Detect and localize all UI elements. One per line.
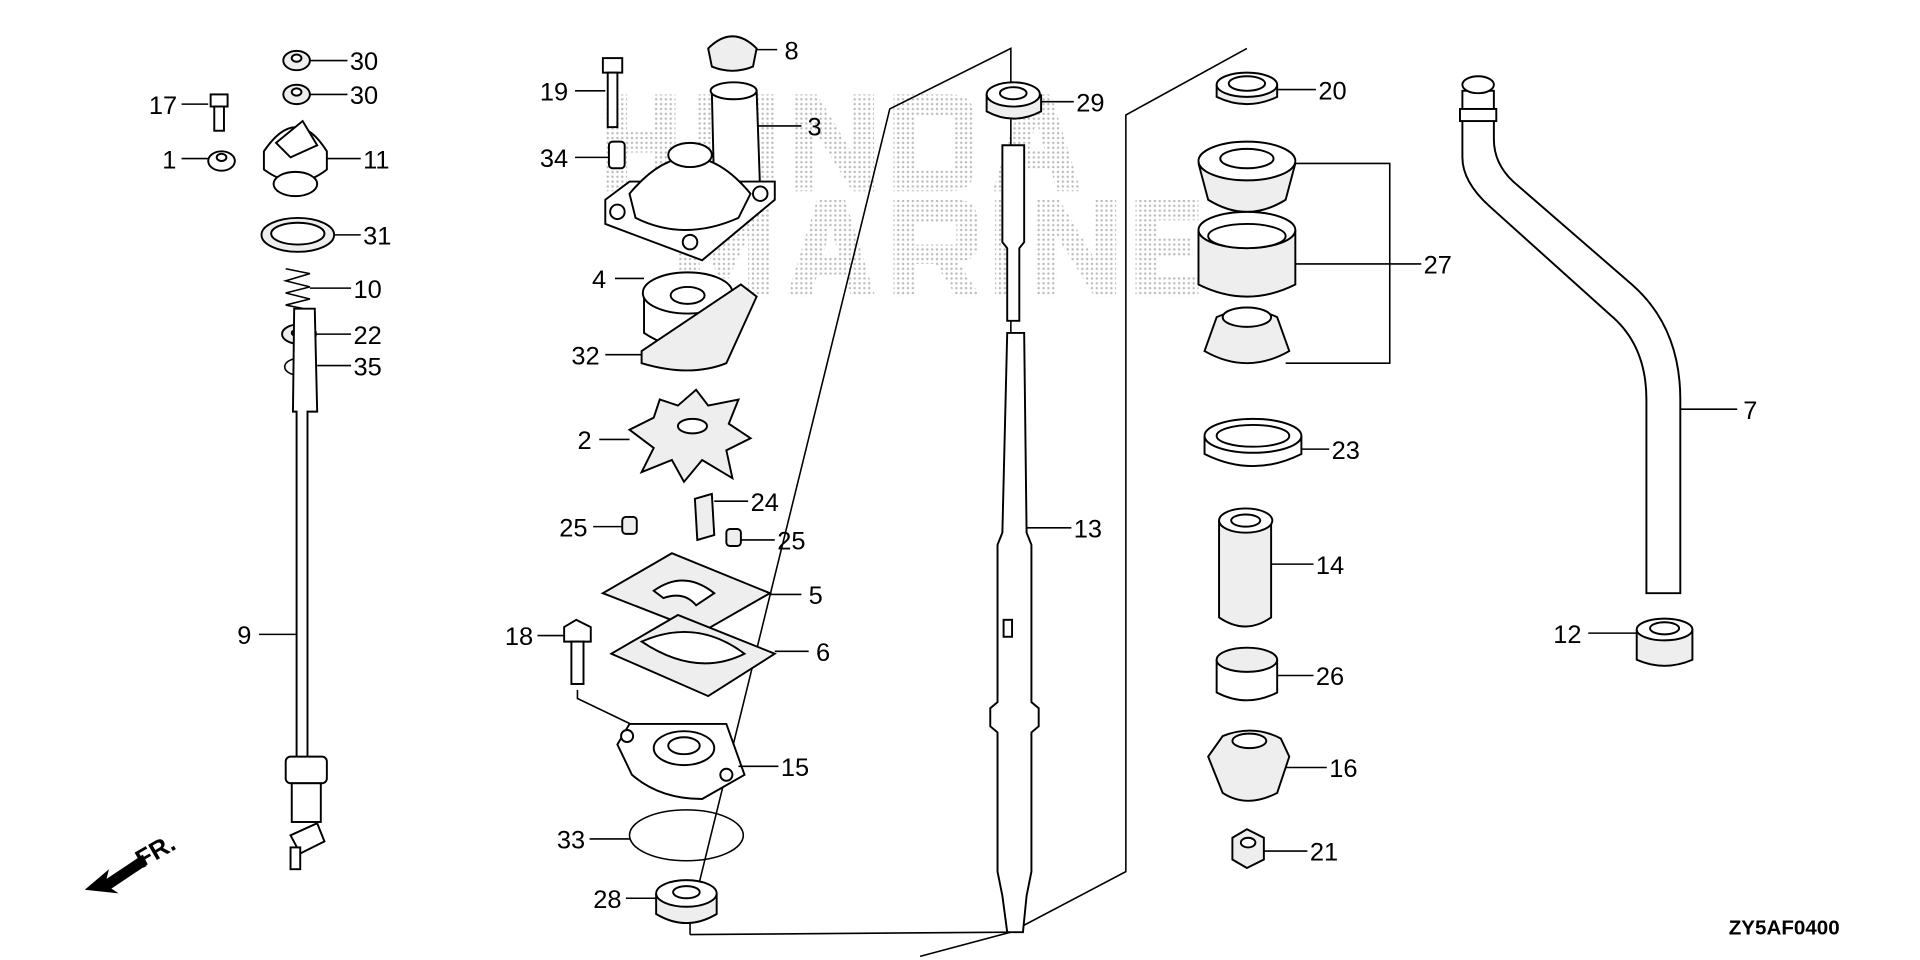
callout-31: 31: [363, 223, 391, 251]
callout-12: 12: [1553, 621, 1581, 649]
part-5-wear-plate: [600, 552, 773, 633]
callout-16: 16: [1329, 755, 1357, 783]
leader-lines: [181, 48, 1738, 900]
callout-34: 34: [540, 145, 568, 173]
callout-25: 25: [777, 528, 805, 556]
part-2-impeller: [627, 388, 753, 484]
part-6-gasket: [609, 613, 777, 698]
part-21-nut: [1231, 828, 1265, 870]
part-19-bolt: [601, 57, 624, 129]
part-10-spring: [282, 267, 311, 311]
callout-10: 10: [353, 276, 381, 304]
callout-32: 32: [571, 342, 599, 370]
part-33-o-ring: [628, 809, 745, 862]
part-8-grommet: [707, 35, 758, 72]
part-18-bolt: [563, 618, 636, 728]
part-29-oil-seal: [985, 81, 1043, 120]
part-25-dowel-left: [621, 515, 638, 535]
part-16-pinion-gear: [1207, 729, 1291, 802]
callout-33: 33: [557, 827, 585, 855]
callout-18: 18: [505, 623, 533, 651]
callout-35: 35: [353, 353, 381, 381]
part-11-shift-cam: [262, 119, 328, 198]
part-28-oil-seal: [655, 879, 718, 924]
callout-7: 7: [1743, 397, 1757, 425]
callout-3: 3: [807, 114, 821, 142]
callout-20: 20: [1318, 77, 1346, 105]
part-26-needle-bearing: [1215, 646, 1279, 702]
callout-labels: 30 30 17 1 11 31 10 22 35 9 19 8 3 34 29…: [149, 37, 1757, 914]
part-7-water-tube: [1459, 75, 1682, 595]
part-13-drive-shaft: [989, 144, 1040, 934]
callout-14: 14: [1316, 552, 1344, 580]
callout-25: 25: [559, 514, 587, 542]
callout-28: 28: [593, 886, 621, 914]
callout-22: 22: [353, 322, 381, 350]
callout-8: 8: [784, 37, 798, 65]
callout-30: 30: [350, 48, 378, 76]
callout-4: 4: [592, 266, 606, 294]
callout-11: 11: [363, 146, 389, 174]
callout-5: 5: [809, 582, 823, 610]
callout-1: 1: [162, 146, 176, 174]
callout-30: 30: [350, 82, 378, 110]
part-12-grommet: [1635, 617, 1694, 667]
callout-15: 15: [781, 754, 809, 782]
callout-19: 19: [540, 78, 568, 106]
callout-6: 6: [816, 639, 830, 667]
callout-29: 29: [1076, 89, 1104, 117]
front-direction-arrow: FR.: [84, 829, 180, 894]
part-30-washer-bottom: [282, 83, 311, 106]
part-27-bearing-race: [1197, 210, 1297, 298]
part-30-washer-top: [282, 49, 311, 72]
callout-21: 21: [1310, 839, 1338, 867]
part-31-gasket: [260, 216, 336, 253]
part-14-sleeve: [1218, 507, 1274, 628]
part-17-bolt: [209, 93, 229, 132]
callout-24: 24: [751, 489, 779, 517]
callout-27: 27: [1424, 252, 1452, 280]
part-23-shim: [1203, 417, 1303, 467]
part-27-bearing-lower: [1203, 306, 1291, 365]
diagram-code: ZY5AF0400: [1729, 917, 1840, 940]
part-34-dowel: [607, 140, 626, 170]
part-9-shift-rod: [284, 307, 328, 871]
callout-13: 13: [1074, 516, 1102, 544]
part-15-pump-case: [616, 722, 746, 800]
part-25-dowel-right: [725, 528, 742, 547]
part-1-washer: [207, 150, 236, 172]
callout-23: 23: [1332, 437, 1360, 465]
part-3-pump-housing: [604, 81, 776, 262]
callout-17: 17: [149, 92, 177, 120]
callout-26: 26: [1316, 663, 1344, 691]
callout-2: 2: [577, 427, 591, 455]
part-32-gasket: [640, 283, 758, 372]
part-20-shim: [1215, 71, 1279, 105]
part-24-key: [693, 492, 716, 542]
part-27-bearing-upper: [1197, 140, 1297, 213]
callout-9: 9: [237, 622, 251, 650]
